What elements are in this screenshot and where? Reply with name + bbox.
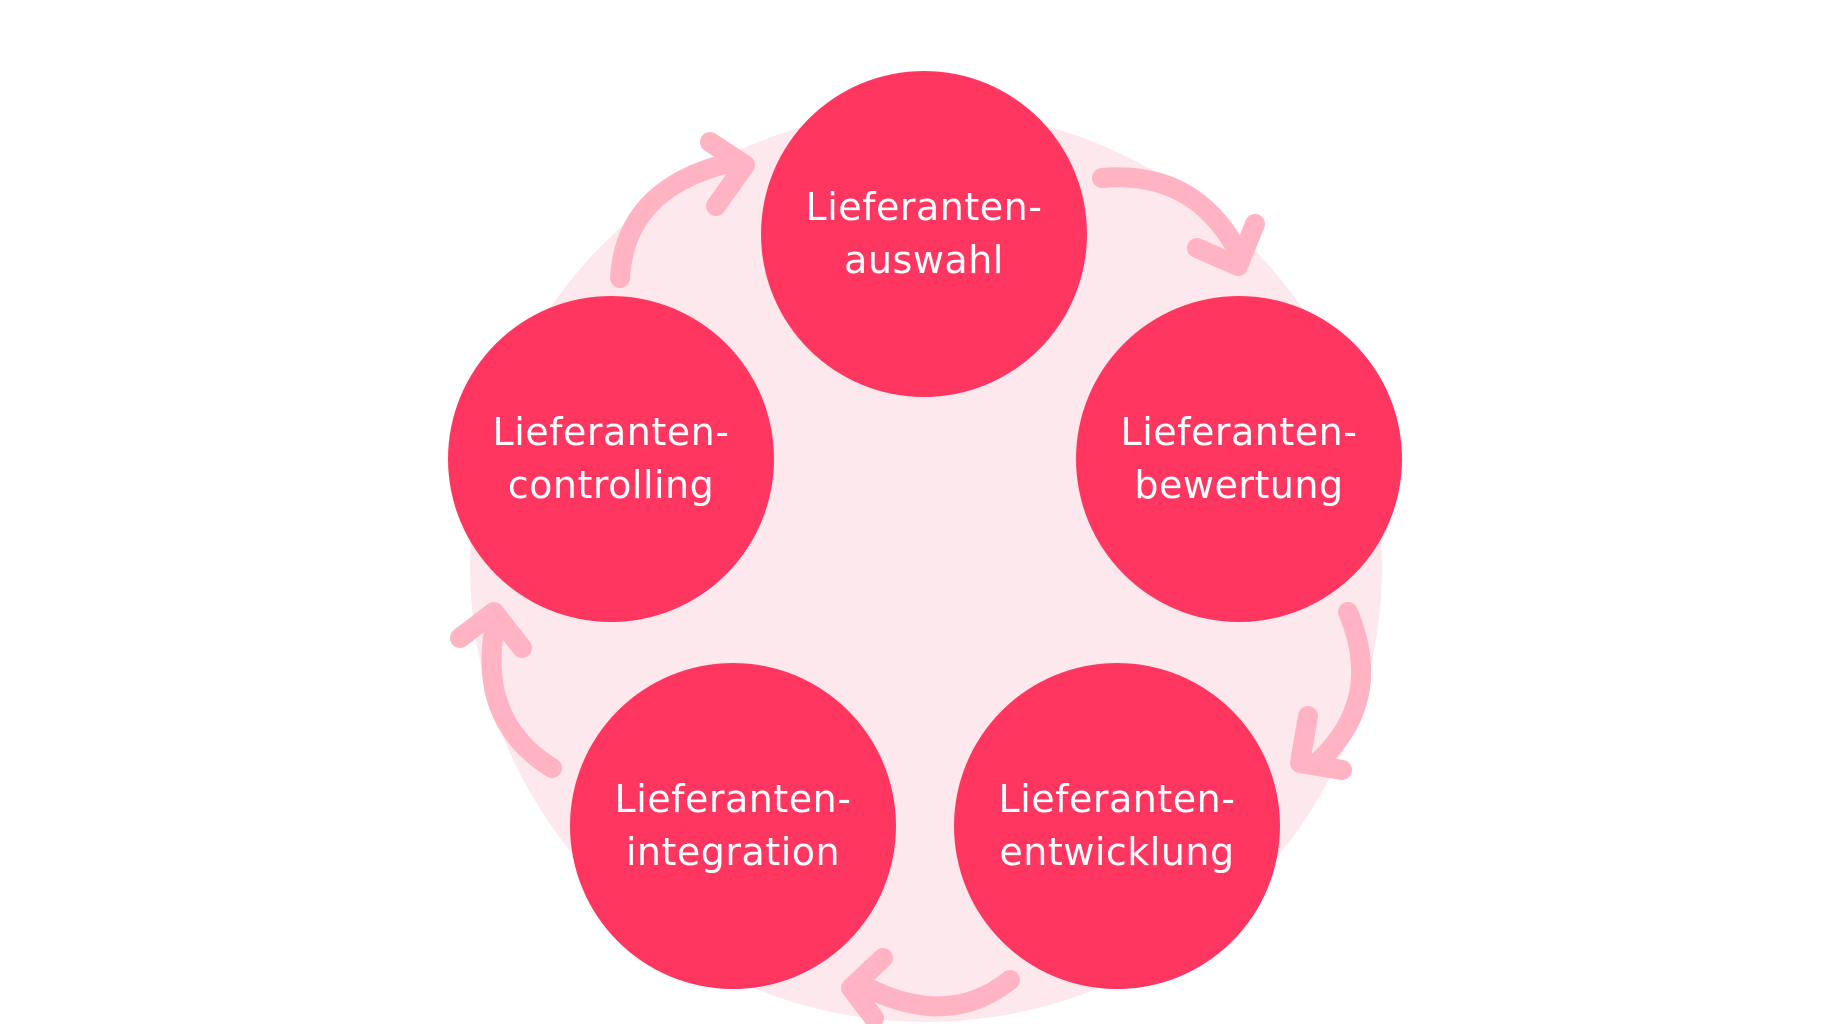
node-label: Lieferanten- integration	[615, 773, 852, 879]
arrow-head	[841, 948, 893, 1024]
node-label-line1: Lieferanten-	[805, 184, 1043, 229]
node-lieferantencontrolling: Lieferanten- controlling	[448, 296, 774, 622]
arrow-entwicklung-to-integration	[841, 948, 1020, 1024]
node-lieferantenentwicklung: Lieferanten- entwicklung	[954, 663, 1280, 989]
arrow-shaft	[1092, 167, 1248, 262]
node-label-line2: integration	[625, 830, 841, 874]
node-label-line2: bewertung	[1134, 463, 1344, 507]
arrow-auswahl-to-bewertung	[1092, 167, 1265, 276]
node-label-line2: controlling	[507, 463, 715, 507]
node-label-line1: Lieferanten-	[998, 776, 1236, 821]
node-label-line1: Lieferanten-	[1120, 409, 1358, 454]
arrow-bewertung-to-entwicklung	[1290, 602, 1372, 780]
node-label: Lieferanten- auswahl	[806, 181, 1043, 287]
node-label: Lieferanten- bewertung	[1121, 406, 1358, 512]
arrow-integration-to-controlling	[450, 602, 562, 778]
arrow-head	[1290, 706, 1352, 780]
node-label: Lieferanten- controlling	[493, 406, 730, 512]
arrow-head	[450, 602, 532, 658]
arrow-head	[1187, 214, 1265, 276]
node-lieferantenbewertung: Lieferanten- bewertung	[1076, 296, 1402, 622]
arrow-shaft	[610, 154, 735, 288]
arrow-shaft	[852, 970, 1020, 1017]
arrow-head	[700, 132, 755, 216]
node-label: Lieferanten- entwicklung	[999, 773, 1236, 879]
node-label-line1: Lieferanten-	[614, 776, 852, 821]
arrow-shaft	[1308, 602, 1372, 772]
node-lieferantenintegration: Lieferanten- integration	[570, 663, 896, 989]
node-lieferantenauswahl: Lieferanten- auswahl	[761, 71, 1087, 397]
arrow-shaft	[481, 610, 562, 778]
node-label-line1: Lieferanten-	[492, 409, 730, 454]
node-label-line2: entwicklung	[999, 830, 1235, 874]
arrow-controlling-to-auswahl	[610, 132, 755, 288]
node-label-line2: auswahl	[844, 238, 1004, 282]
